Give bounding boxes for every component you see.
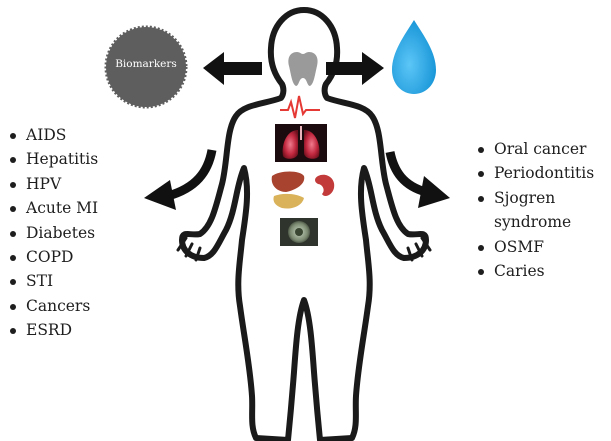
list-item: AIDS [8,123,98,147]
biomarkers-label: Biomarkers [104,58,188,70]
list-item-line: Sjogren [494,189,555,207]
list-item: Hepatitis [8,147,98,171]
liver-image [272,172,305,193]
list-item: Caries [476,259,594,283]
pancreas-image [273,194,304,209]
list-item: Cancers [8,294,98,318]
arrow-to-systemic-diseases [144,150,212,210]
lungs-image [275,124,327,162]
list-item: Oral cancer [476,137,594,161]
list-item-line: syndrome [494,210,594,234]
list-item: COPD [8,245,98,269]
list-item: Sjogren syndrome [476,186,594,235]
list-item: ESRD [8,318,98,342]
list-item: HPV [8,172,98,196]
oral-diseases-list: Oral cancer Periodontitis Sjogren syndro… [476,137,594,283]
list-item: Acute MI [8,196,98,220]
cell-image [280,218,318,246]
systemic-diseases-list: AIDS Hepatitis HPV Acute MI Diabetes COP… [8,123,98,343]
heartbeat-icon [280,96,320,118]
arrow-to-oral-diseases [390,152,450,208]
list-item: Diabetes [8,221,98,245]
kidney-image [315,175,334,196]
saliva-drop-icon [392,20,436,94]
list-item: OSMF [476,235,594,259]
list-item: Periodontitis [476,161,594,185]
list-item: STI [8,269,98,293]
arrow-to-biomarkers [203,52,262,85]
tooth-icon [288,52,317,86]
